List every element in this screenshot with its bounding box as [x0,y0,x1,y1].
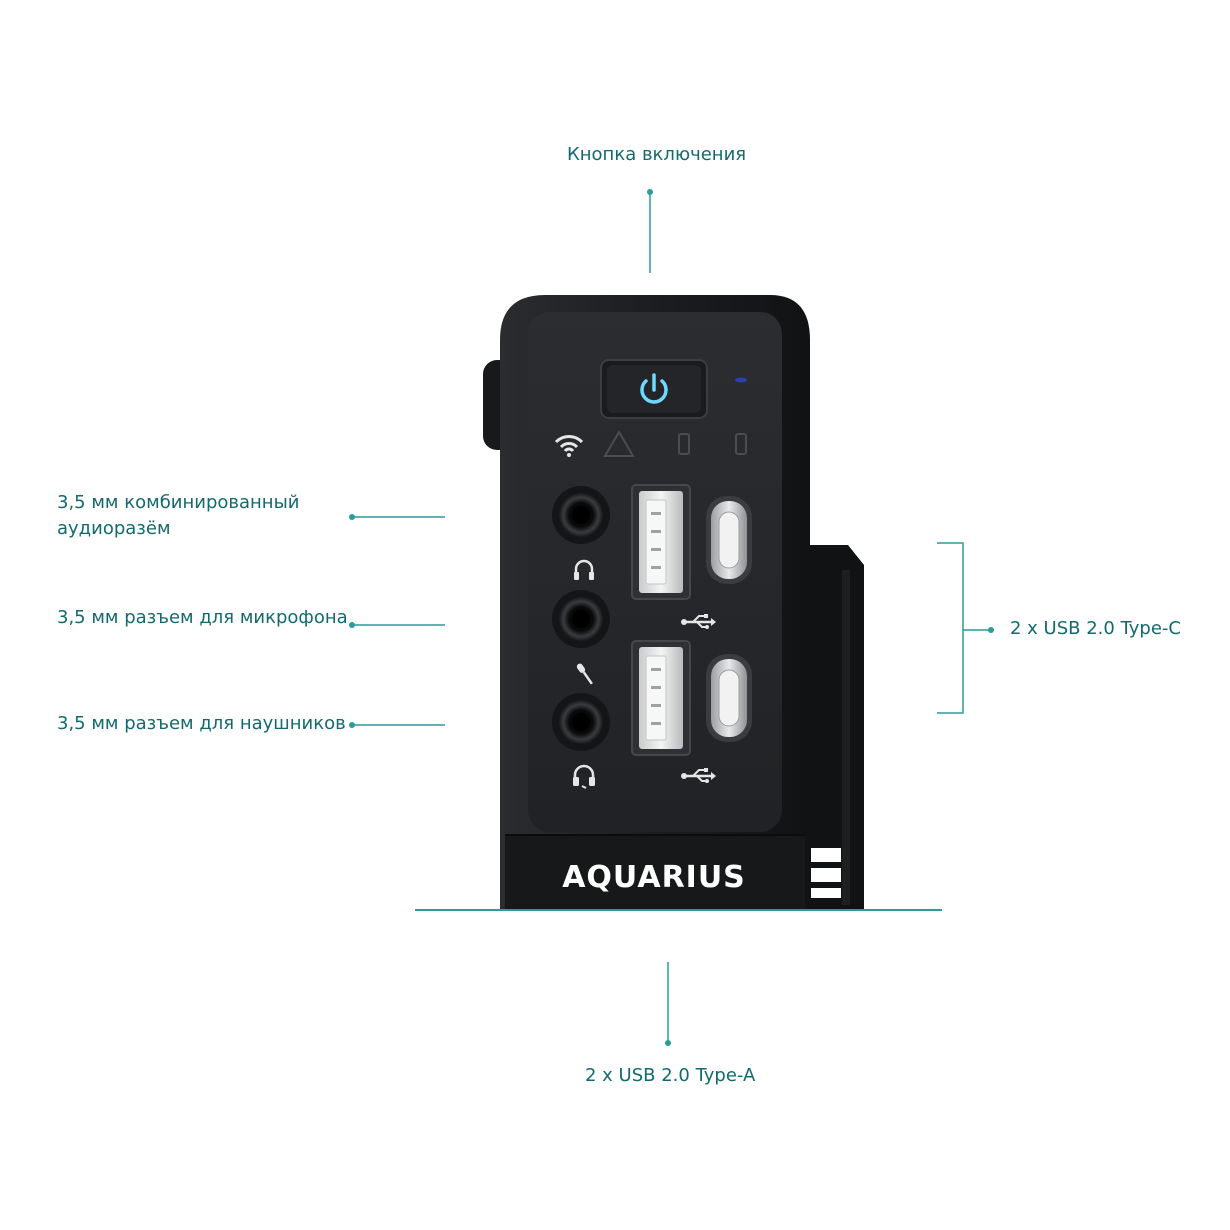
headset-icon [574,559,594,580]
label-combo-audio: 3,5 мм комбинированный аудиоразём [57,492,300,539]
label-headphone-jack: 3,5 мм разъем для наушников [57,713,346,734]
label-power-button: Кнопка включения [567,144,747,165]
indicator-slot-1 [678,433,690,455]
power-button[interactable] [600,359,708,419]
mic-icon [576,663,593,685]
label-usb-c: 2 x USB 2.0 Type-C [1010,618,1181,639]
usb-a-port-1[interactable] [631,484,691,600]
usb-c-port-1[interactable] [706,496,752,584]
status-led [735,377,747,383]
usb-icon [681,768,716,783]
chassis-bracket [806,545,864,910]
callout-combo-audio [349,514,445,520]
label-mic-jack: 3,5 мм разъем для микрофона [57,607,348,628]
usb-icon [681,614,716,629]
headphones-icon [573,764,595,789]
indicator-slot-2 [735,433,747,455]
callout-power [647,189,653,273]
warning-icon [603,430,635,457]
usb-a-port-2[interactable] [631,640,691,756]
label-usb-a: 2 x USB 2.0 Type-A [585,1065,756,1086]
usb-c-port-2[interactable] [706,654,752,742]
mic-jack[interactable] [552,590,610,648]
brand-logo: AQUARIUS [562,860,746,895]
wifi-icon [554,435,584,457]
power-icon [640,373,668,404]
callout-usb-c-bracket [937,542,994,714]
callout-headphone [349,722,445,728]
headphone-jack[interactable] [552,693,610,751]
callout-mic [349,622,445,628]
combo-audio-jack[interactable] [552,486,610,544]
callout-usb-a [665,962,671,1046]
